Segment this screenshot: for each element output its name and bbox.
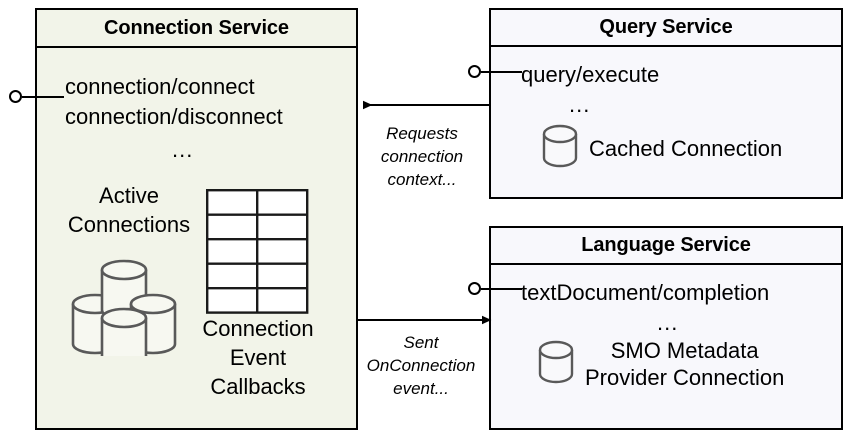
cached-connection-store: Cached Connection	[541, 123, 782, 174]
connection-event-callbacks-label: Connection Event Callbacks	[177, 314, 339, 401]
query-service-socket-stem	[481, 71, 522, 73]
cached-connection-label: Cached Connection	[589, 136, 783, 161]
connection-service-box[interactable]: Connection Service connection/connect co…	[35, 8, 358, 430]
callbacks-label-line-2: Event	[229, 345, 287, 370]
callbacks-label-line-1: Connection	[202, 316, 314, 341]
callbacks-label-line-3: Callbacks	[210, 374, 306, 399]
database-cylinder-icon	[541, 123, 579, 174]
connector-note-query-to-connection: Requests connection context...	[361, 122, 483, 191]
language-service-socket-icon[interactable]	[468, 282, 481, 295]
note-line-1: Requests	[386, 124, 458, 143]
connection-service-ellipsis: ...	[172, 137, 194, 162]
smo-metadata-provider-label: SMO Metadata Provider Connection	[585, 337, 784, 391]
language-service-title: Language Service	[491, 228, 841, 265]
active-connections-label-line-2: Connections	[67, 212, 191, 237]
connection-service-title: Connection Service	[37, 10, 356, 48]
language-service-ellipsis: ...	[657, 310, 679, 335]
language-service-interface-0[interactable]: textDocument/completion	[521, 280, 770, 305]
note-line-3: context...	[387, 170, 457, 189]
smo-label-line-1: SMO Metadata	[610, 338, 759, 363]
language-service-socket-stem	[481, 288, 522, 290]
connection-service-interface-0[interactable]: connection/connect	[65, 74, 255, 99]
query-service-title: Query Service	[491, 10, 841, 47]
query-service-body: query/execute ... Cached Connection	[491, 47, 841, 197]
connection-service-socket-icon[interactable]	[9, 90, 22, 103]
table-grid-icon	[206, 189, 309, 319]
connection-service-body: connection/connect connection/disconnect…	[37, 48, 356, 428]
language-service-body: textDocument/completion ... SMO Metadata…	[491, 265, 841, 428]
query-service-box[interactable]: Query Service query/execute ... Cached C…	[489, 8, 843, 199]
database-cylinder-icon	[537, 339, 575, 390]
language-service-box[interactable]: Language Service textDocument/completion…	[489, 226, 843, 430]
note-line-2: OnConnection	[366, 356, 476, 375]
active-connections-label-line-1: Active	[99, 183, 159, 208]
smo-metadata-provider-store: SMO Metadata Provider Connection	[537, 337, 784, 391]
note-line-3: event...	[393, 379, 449, 398]
query-service-ellipsis: ...	[569, 92, 591, 117]
query-service-socket-icon[interactable]	[468, 65, 481, 78]
note-line-2: connection	[380, 147, 464, 166]
connection-service-socket-stem	[22, 96, 64, 98]
query-service-interface-0[interactable]: query/execute	[521, 62, 660, 87]
note-line-1: Sent	[403, 333, 439, 352]
smo-label-line-2: Provider Connection	[585, 365, 785, 390]
connector-note-connection-to-language: Sent OnConnection event...	[357, 331, 485, 400]
connection-service-interface-1[interactable]: connection/disconnect	[65, 104, 283, 129]
database-cluster-icon	[54, 246, 189, 369]
active-connections-label: Active Connections	[49, 181, 209, 239]
